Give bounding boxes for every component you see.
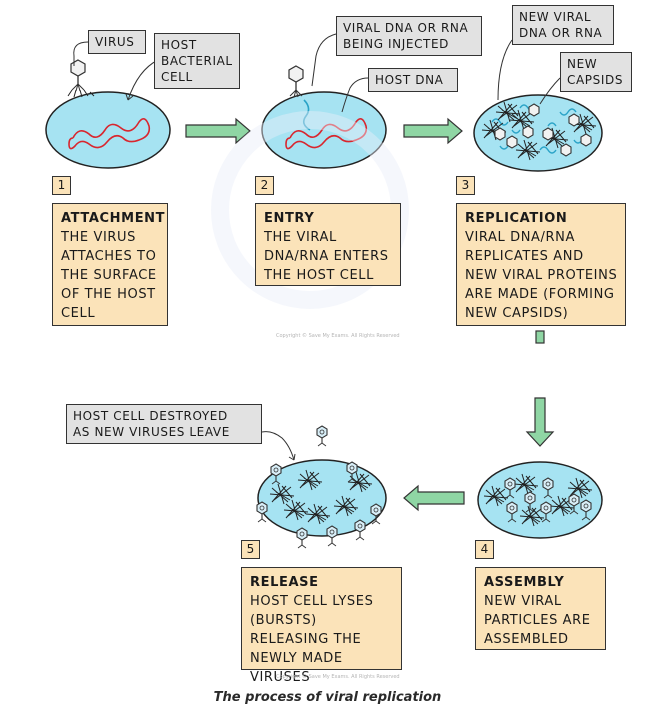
host-cell-1 (45, 91, 171, 169)
step-box-replication: REPLICATION VIRAL DNA/RNA REPLICATES AND… (456, 203, 626, 326)
step-description: THE VIRUS ATTACHES TO THE SURFACE OF THE… (61, 230, 157, 321)
step-description: VIRAL DNA/RNA REPLICATES AND NEW VIRAL P… (465, 230, 618, 321)
new-dna-pointer (497, 39, 513, 101)
copyright-notice: Copyright © Save My Exams. All Rights Re… (276, 333, 400, 339)
host-cell-destroyed-pointer (261, 431, 295, 461)
escaping-virus-icon (316, 425, 328, 447)
step-number-3: 3 (456, 176, 475, 195)
host-dna-strand-2 (285, 118, 368, 150)
arrow-4-to-5 (403, 484, 465, 512)
host-bacterial-cell-label: HOST BACTERIAL CELL (154, 33, 240, 89)
step-title: RELEASE (250, 575, 319, 590)
virus-label: VIRUS (88, 30, 146, 54)
host-cell-3 (473, 94, 603, 172)
virus-injecting-icon (288, 65, 304, 98)
arrow-2-to-3 (403, 117, 463, 145)
step-number-5: 5 (241, 540, 260, 559)
injected-viral-dna (302, 99, 311, 131)
host-cell-destroyed-label: HOST CELL DESTROYED AS NEW VIRUSES LEAVE (66, 404, 262, 444)
step-description: NEW VIRAL PARTICLES ARE ASSEMBLED (484, 594, 591, 647)
step-number-4: 4 (475, 540, 494, 559)
step-title: ENTRY (264, 211, 315, 226)
step-box-entry: ENTRY THE VIRAL DNA/RNA ENTERS THE HOST … (255, 203, 401, 286)
new-capsids-label: NEW CAPSIDS (560, 52, 632, 92)
step-box-assembly: ASSEMBLY NEW VIRAL PARTICLES ARE ASSEMBL… (475, 567, 606, 650)
virus-pointer (73, 41, 89, 66)
host-cell-5 (256, 459, 387, 549)
step-title: ASSEMBLY (484, 575, 565, 590)
step-box-release: RELEASE HOST CELL LYSES (BURSTS) RELEASI… (241, 567, 402, 685)
host-dna-strand-1 (68, 118, 151, 150)
new-viral-dna-label: NEW VIRAL DNA OR RNA (512, 5, 614, 45)
step-description: HOST CELL LYSES (BURSTS) RELEASING THE N… (250, 594, 374, 685)
viral-dna-injected-label: VIRAL DNA OR RNA BEING INJECTED (336, 16, 482, 56)
step-number-2: 2 (255, 176, 274, 195)
virus-icon (67, 59, 95, 98)
arrow-1-to-2 (185, 117, 251, 145)
step-description: THE VIRAL DNA/RNA ENTERS THE HOST CELL (264, 230, 389, 283)
arrow-3-to-4-tail (535, 330, 545, 344)
step-box-attachment: ATTACHMENT THE VIRUS ATTACHES TO THE SUR… (52, 203, 168, 326)
figure-caption: The process of viral replication (213, 690, 442, 705)
host-cell-4 (477, 461, 603, 539)
viral-dna-pointer (311, 33, 337, 87)
copyright-notice: Copyright © Save My Exams. All Rights Re… (276, 674, 400, 680)
host-dna-label: HOST DNA (368, 68, 458, 92)
host-dna-pointer (341, 77, 369, 113)
step-title: REPLICATION (465, 211, 568, 226)
step-number-1: 1 (52, 176, 71, 195)
new-capsids-pointer (539, 77, 561, 105)
host-cell-2 (261, 91, 387, 169)
arrow-3-to-4-head (525, 397, 555, 447)
step-title: ATTACHMENT (61, 211, 166, 226)
